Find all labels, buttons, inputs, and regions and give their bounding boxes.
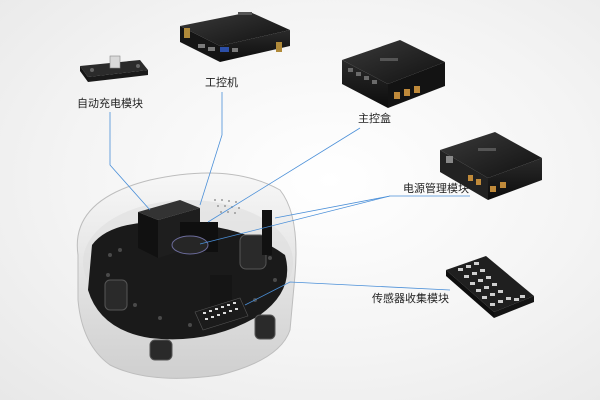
label-power-module: 电源管理模块 — [403, 182, 469, 195]
leader-line-power-2 — [199, 195, 391, 245]
leader-line-ipc — [199, 92, 223, 206]
sensor-module-device — [446, 256, 534, 318]
robot-chassis — [76, 172, 297, 379]
label-ipc: 工控机 — [205, 76, 238, 89]
center-stack — [138, 200, 272, 310]
leader-line-main-box — [207, 127, 361, 223]
leader-line-power — [274, 195, 470, 219]
charging-module-device — [80, 55, 148, 82]
leader-line-sensor — [244, 281, 451, 306]
leader-line-charging — [109, 112, 151, 211]
shell-vent — [214, 199, 240, 214]
label-main-box: 主控盒 — [358, 112, 391, 125]
label-sensor-module: 传感器收集模块 — [372, 292, 449, 305]
label-charging-module: 自动充电模块 — [77, 97, 143, 110]
chassis-sensor-board — [194, 297, 249, 331]
ipc-device — [180, 12, 290, 62]
power-module-device — [440, 132, 542, 200]
main-box-device — [342, 40, 445, 108]
wheels — [104, 234, 276, 361]
leader-lines — [109, 92, 470, 306]
